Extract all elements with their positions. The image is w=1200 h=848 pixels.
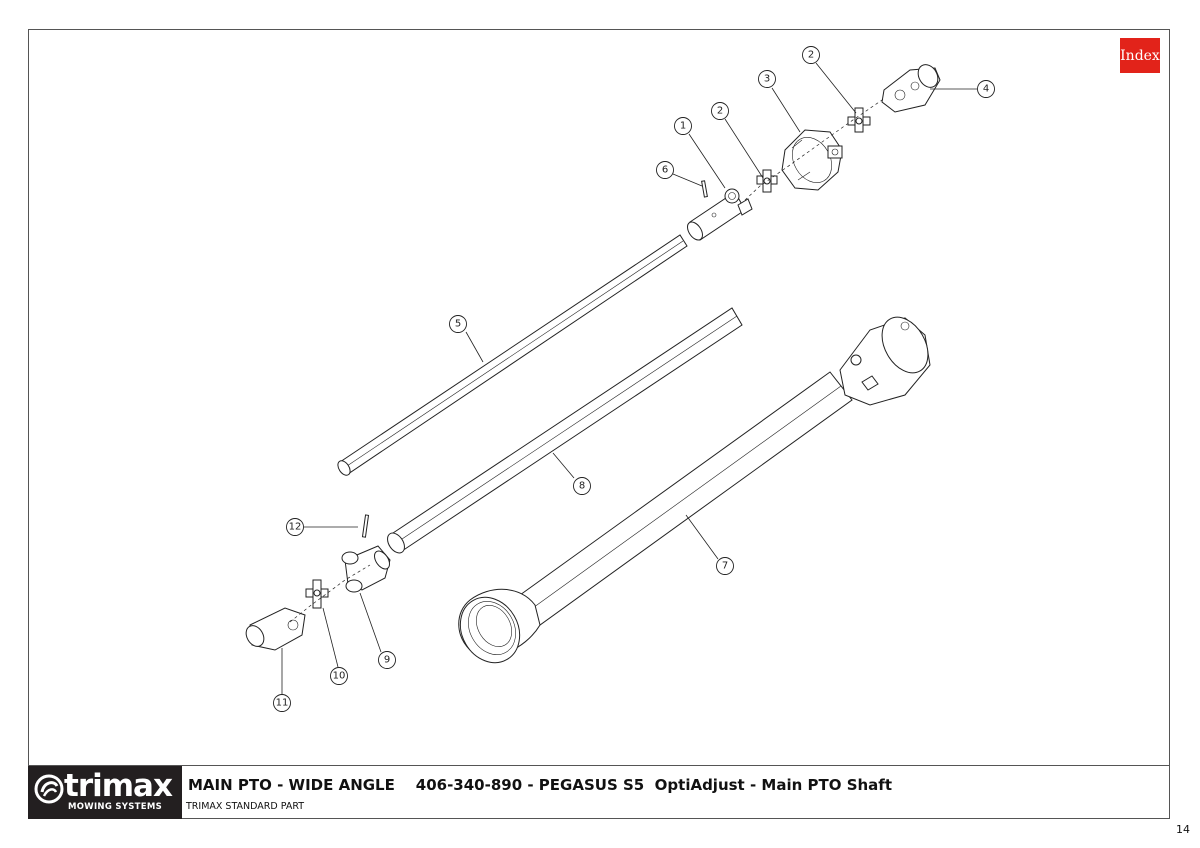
trimax-swirl-icon <box>34 774 64 804</box>
svg-text:8: 8 <box>579 481 585 492</box>
part-5-inner-tube <box>337 234 688 476</box>
svg-text:5: 5 <box>455 319 461 330</box>
part-4-tractor-yoke <box>881 64 941 113</box>
callout-10: 10 <box>330 667 348 685</box>
callout-8: 8 <box>573 477 591 495</box>
leader-lines <box>281 62 977 694</box>
svg-text:7: 7 <box>722 561 728 572</box>
part-7-guard <box>458 316 931 664</box>
svg-text:9: 9 <box>384 655 390 666</box>
svg-text:2: 2 <box>717 106 723 117</box>
callout-2a: 2 <box>711 102 729 120</box>
callout-12: 12 <box>286 518 304 536</box>
drawing-frame <box>28 29 1170 819</box>
svg-text:6: 6 <box>662 165 668 176</box>
part-9-outer-yoke <box>341 545 391 593</box>
part-2-cross-journal-b <box>847 107 871 133</box>
callout-2b: 2 <box>802 46 820 64</box>
page-number: 14 <box>1176 823 1190 836</box>
callout-4: 4 <box>977 80 995 98</box>
svg-text:2: 2 <box>808 50 814 61</box>
part-2-cross-journal-a <box>756 169 778 193</box>
callout-11: 11 <box>273 694 291 712</box>
svg-text:12: 12 <box>289 522 302 533</box>
callout-6: 6 <box>656 161 674 179</box>
svg-text:4: 4 <box>983 84 989 95</box>
part-12-pin <box>361 514 370 538</box>
svg-text:3: 3 <box>764 74 770 85</box>
callout-1: 1 <box>674 117 692 135</box>
callout-9: 9 <box>378 651 396 669</box>
part-8-outer-tube <box>387 307 743 554</box>
part-11-implement-yoke <box>245 607 306 651</box>
part-10-cross-journal <box>305 579 329 609</box>
logo-tagline: MOWING SYSTEMS <box>68 802 163 812</box>
svg-text:1: 1 <box>680 121 686 132</box>
svg-text:10: 10 <box>333 671 346 682</box>
index-button[interactable]: Index <box>1120 38 1160 73</box>
drawing-title: MAIN PTO - WIDE ANGLE 406-340-890 - PEGA… <box>188 776 892 794</box>
callout-7: 7 <box>716 557 734 575</box>
part-3-wide-angle-housing <box>781 129 843 191</box>
title-block: trimax MOWING SYSTEMS MAIN PTO - WIDE AN… <box>28 765 1170 819</box>
part-6-pin <box>701 180 708 198</box>
trimax-logo: trimax MOWING SYSTEMS <box>28 766 182 819</box>
svg-text:11: 11 <box>276 698 289 709</box>
logo-wordmark: trimax <box>64 768 173 804</box>
drawing-subtitle: TRIMAX STANDARD PART <box>186 801 305 812</box>
part-1-inner-yoke <box>687 188 753 241</box>
callout-5: 5 <box>449 315 467 333</box>
callout-3: 3 <box>758 70 776 88</box>
